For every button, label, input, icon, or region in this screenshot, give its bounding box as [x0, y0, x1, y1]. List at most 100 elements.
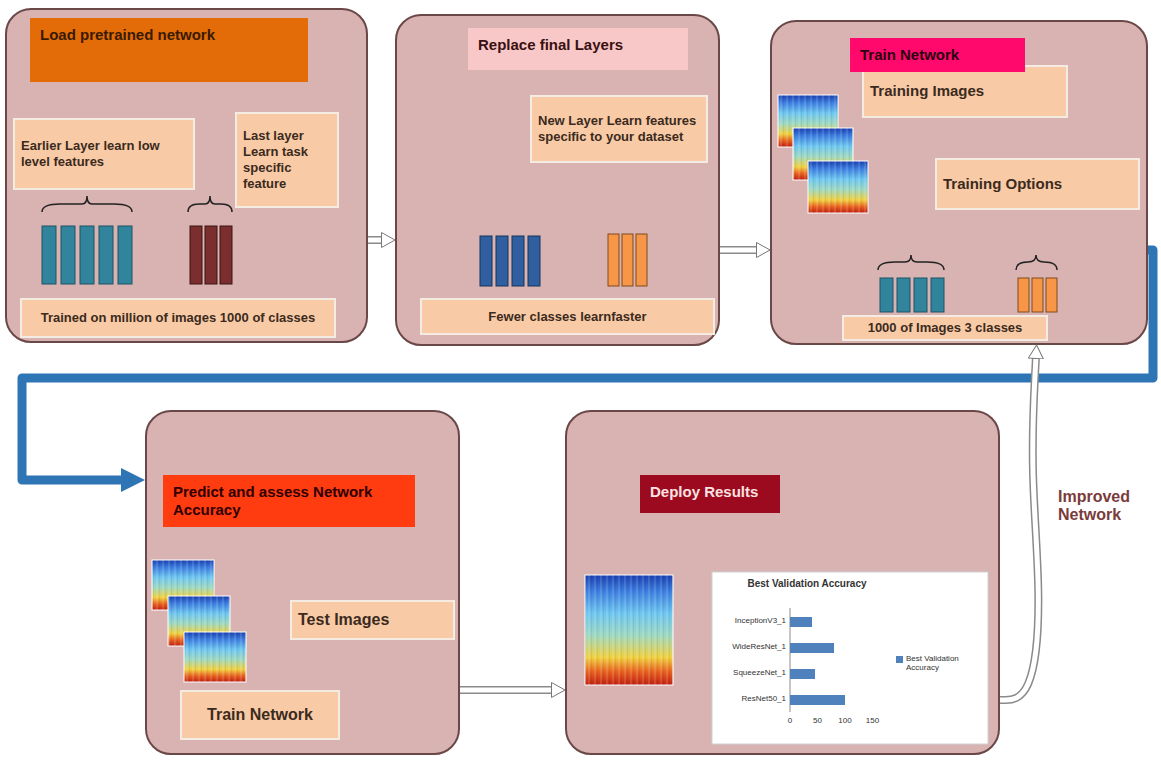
legend-swatch	[896, 656, 903, 663]
flow-connector	[1000, 356, 1038, 700]
layer-bar	[42, 226, 56, 284]
flow-connector	[460, 690, 554, 691]
category-label: WideResNet_1	[716, 642, 786, 651]
connector-line	[720, 248, 759, 253]
process-box: Fewer classes learnfaster	[420, 298, 715, 335]
process-box: Train Network	[180, 690, 340, 740]
layer-bar	[1032, 278, 1043, 312]
chart-bar	[790, 643, 834, 653]
box-text: Test Images	[292, 607, 453, 633]
layer-bar	[897, 278, 910, 312]
brace	[42, 196, 132, 212]
stage-panel: Predict and assess Network AccuracyTest …	[145, 410, 460, 755]
connector-outline	[368, 236, 384, 244]
box-text: Train Network	[182, 702, 338, 728]
layer-bar	[528, 236, 540, 286]
box-text: Fewer classes learnfaster	[422, 306, 713, 328]
tick-label: 50	[806, 716, 830, 725]
box-text: Earlier Layer learn low level features	[15, 135, 193, 173]
process-box: Earlier Layer learn low level features	[13, 118, 195, 190]
spectrogram-texture	[778, 95, 838, 147]
panel-heading: Predict and assess Network Accuracy	[163, 475, 415, 527]
layer-bar	[914, 278, 927, 312]
layer-bar	[220, 226, 232, 284]
spectrogram-image	[585, 575, 673, 685]
layer-bar	[512, 236, 524, 286]
flow-note: Improved Network	[1058, 488, 1158, 525]
layer-bar	[80, 226, 94, 284]
spectrogram-texture	[808, 161, 868, 213]
layer-bar	[622, 234, 633, 286]
connector-line	[22, 250, 1153, 480]
spectrogram-image	[184, 632, 246, 682]
category-label: ResNet50_1	[716, 694, 786, 703]
layer-bar	[99, 226, 113, 284]
spectrogram-image	[778, 95, 838, 147]
layer-bar	[1046, 278, 1057, 312]
category-label: SqueezeNet_1	[716, 668, 786, 677]
legend-entry: Best Validation Accuracy	[896, 654, 984, 672]
spectrogram-texture	[793, 128, 853, 180]
layer-bar	[636, 234, 647, 286]
chart-bar	[790, 669, 815, 679]
tick-label: 100	[833, 716, 857, 725]
flow-connector	[368, 240, 384, 241]
layer-bar	[118, 226, 132, 284]
chart-title: Best Validation Accuracy	[712, 578, 902, 590]
flow-connector	[720, 250, 759, 251]
spectrogram-image	[793, 128, 853, 180]
layer-bar	[1018, 278, 1029, 312]
layer-bar	[480, 236, 492, 286]
spectrogram-texture	[152, 560, 214, 610]
connector-outline	[720, 246, 759, 254]
stage-panel: Load pretrained networkEarlier Layer lea…	[5, 8, 368, 343]
brace	[1016, 255, 1057, 270]
brace	[188, 196, 232, 212]
spectrogram-texture	[184, 632, 246, 682]
stage-panel: Train NetworkTraining ImagesTraining Opt…	[770, 20, 1148, 345]
spectrogram-image	[808, 161, 868, 213]
chart-bar	[790, 695, 845, 705]
connector-outline	[1000, 356, 1038, 700]
layer-bar	[205, 226, 217, 284]
spectrogram-texture	[168, 596, 230, 646]
panel-heading: Replace final Layers	[468, 28, 688, 70]
chart-bar	[790, 617, 812, 627]
panel-heading: Load pretrained network	[30, 18, 308, 82]
process-box: 1000 of Images 3 classes	[842, 315, 1048, 341]
flow-connector	[22, 250, 1153, 480]
layer-bar	[931, 278, 944, 312]
tick-label: 150	[861, 716, 885, 725]
connector-outline	[460, 686, 554, 694]
spectrogram-image	[168, 596, 230, 646]
box-text: New Layer Learn features specific to you…	[532, 110, 706, 148]
process-box: Trained on million of images 1000 of cla…	[20, 298, 336, 338]
process-box: Training Options	[935, 158, 1140, 210]
box-text: Trained on million of images 1000 of cla…	[22, 307, 334, 329]
box-text: Training Options	[937, 172, 1138, 196]
panel-heading: Train Network	[850, 38, 1025, 72]
layer-bar	[880, 278, 893, 312]
connector-line	[1000, 356, 1038, 700]
process-box: Training Images	[862, 65, 1068, 118]
box-text: 1000 of Images 3 classes	[844, 317, 1046, 339]
chart-area	[712, 572, 988, 744]
spectrogram-image	[152, 560, 214, 610]
spectrogram-texture	[585, 575, 673, 685]
layer-bar	[496, 236, 508, 286]
panel-heading: Deploy Results	[640, 475, 780, 513]
process-box: Last layer Learn task specific feature	[235, 112, 339, 208]
process-box: New Layer Learn features specific to you…	[530, 95, 708, 163]
legend-text: Best Validation Accuracy	[906, 654, 984, 672]
box-text: Training Images	[864, 79, 1066, 103]
brace	[878, 255, 944, 270]
category-label: InceptionV3_1	[716, 616, 786, 625]
process-box: Test Images	[290, 600, 455, 640]
layer-bar	[190, 226, 202, 284]
layer-bar	[608, 234, 619, 286]
layer-bar	[61, 226, 75, 284]
tick-label: 0	[778, 716, 802, 725]
box-text: Last layer Learn task specific feature	[237, 125, 337, 194]
stage-panel: Replace final LayersNew Layer Learn feat…	[395, 14, 720, 346]
connector-line	[460, 688, 554, 693]
